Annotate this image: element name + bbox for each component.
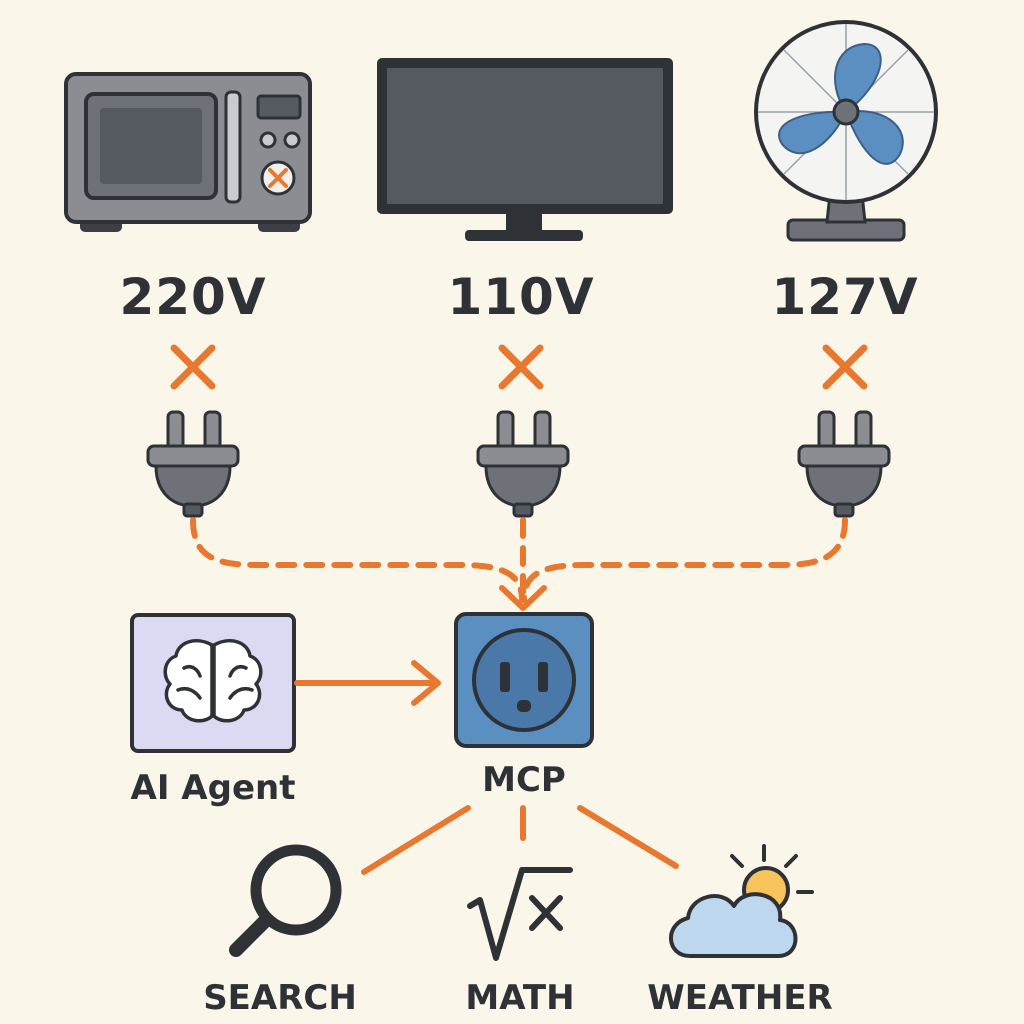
voltage-label-fan: 127V [771,268,919,326]
incompatible-x-icon [498,344,544,390]
plug-icon [797,410,891,518]
arrow-head-icon [499,585,547,611]
tool-label-weather: WEATHER [647,978,833,1018]
tool-label-math: MATH [465,978,575,1018]
hub-label: MCP [482,760,566,800]
incompatible-x-icon [822,344,868,390]
voltage-label-tv: 110V [447,268,595,326]
tool-label-search: SEARCH [203,978,357,1018]
plug-icon [476,410,570,518]
tool-connector [361,805,471,875]
plug-icon [146,410,240,518]
outlet-icon [454,612,594,748]
arrow-head-icon [411,660,441,706]
voltage-label-microwave: 220V [119,268,267,326]
tool-connector [577,805,679,869]
brain-icon [163,639,263,723]
cloud-sun-icon [669,844,814,958]
microwave-icon [64,72,312,232]
incompatible-x-icon [170,344,216,390]
dashed-connector [190,517,525,603]
fan-icon [754,20,938,242]
tv-icon [377,58,673,241]
agent-box [130,613,296,753]
square-root-icon [467,867,573,961]
magnifier-icon [229,844,342,957]
agent-label: AI Agent [130,768,296,808]
dashed-connector [521,517,848,603]
